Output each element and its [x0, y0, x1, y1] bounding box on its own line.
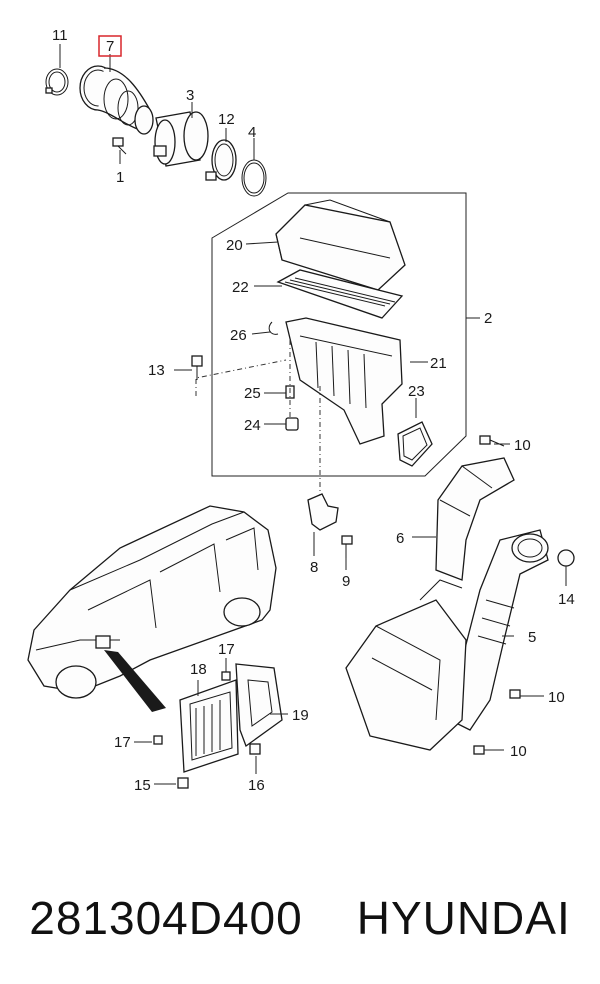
- callout-17-left: 17: [114, 734, 131, 751]
- callout-13: 13: [148, 362, 165, 379]
- bolt-15: [177, 777, 189, 789]
- bolt-9: [341, 535, 353, 558]
- brand-name: HYUNDAI: [356, 892, 571, 944]
- ring-4: [241, 159, 267, 197]
- callout-10-top: 10: [514, 437, 531, 454]
- callout-22: 22: [232, 279, 249, 296]
- callout-7: 7: [106, 38, 114, 55]
- bracket-8: [307, 493, 339, 531]
- location-arrow: [104, 650, 166, 712]
- callout-23: 23: [408, 383, 425, 400]
- bolt-10-middle: [509, 689, 521, 699]
- intake-duct-5: [449, 529, 549, 731]
- callout-21: 21: [430, 355, 447, 372]
- callout-19: 19: [292, 707, 309, 724]
- bolt-16: [249, 743, 261, 755]
- resonator-box: [345, 579, 467, 751]
- clamp-12: [205, 139, 237, 181]
- grommet-24: [285, 417, 299, 431]
- callout-10-bottom: 10: [510, 743, 527, 760]
- vehicle-illustration: [27, 505, 277, 699]
- bolt-10-top: [479, 435, 505, 447]
- duct-6: [435, 457, 515, 581]
- nut-17-left: [153, 735, 163, 745]
- callout-5: 5: [528, 629, 536, 646]
- callout-14: 14: [558, 591, 575, 608]
- part-number: 281304D400: [29, 892, 303, 944]
- nut-17-top: [221, 671, 231, 681]
- callout-8: 8: [310, 559, 318, 576]
- assembly-2-bracket: [211, 192, 467, 477]
- caption-bar: 281304D400 HYUNDAI: [0, 868, 600, 968]
- callout-18: 18: [190, 661, 207, 678]
- callout-24: 24: [244, 417, 261, 434]
- clip-26: [268, 321, 279, 335]
- bolt-10-bottom: [473, 745, 485, 755]
- callout-9: 9: [342, 573, 350, 590]
- callout-16: 16: [248, 777, 265, 794]
- callout-26: 26: [230, 327, 247, 344]
- filter-element-22: [276, 269, 404, 319]
- callout-4: 4: [248, 124, 256, 141]
- callout-7-highlight-box: [98, 35, 122, 57]
- bracket-19: [235, 663, 283, 748]
- callout-12: 12: [218, 111, 235, 128]
- air-flow-sensor-3: [153, 111, 209, 167]
- intake-hose-7: [79, 65, 154, 135]
- bolt-13: [191, 355, 203, 380]
- callout-6: 6: [396, 530, 404, 547]
- callout-1: 1: [116, 169, 124, 186]
- exploded-parts-diagram: 11 7 3 12 4 1 20 22 2 26 13 21 25 23 24 …: [27, 27, 575, 794]
- callout-15: 15: [134, 777, 151, 794]
- lower-housing-21: [285, 317, 403, 445]
- callout-2: 2: [484, 310, 492, 327]
- cover-20: [275, 199, 406, 291]
- callout-25: 25: [244, 385, 261, 402]
- callout-20: 20: [226, 237, 243, 254]
- ecu-18: [179, 679, 239, 773]
- seal-23: [397, 421, 433, 467]
- callout-3: 3: [186, 87, 194, 104]
- clamp-11: [45, 68, 69, 96]
- clamp-14: [557, 549, 575, 586]
- bolt-1: [112, 137, 127, 155]
- callout-10-middle: 10: [548, 689, 565, 706]
- callout-17-top: 17: [218, 641, 235, 658]
- callout-11: 11: [52, 27, 68, 44]
